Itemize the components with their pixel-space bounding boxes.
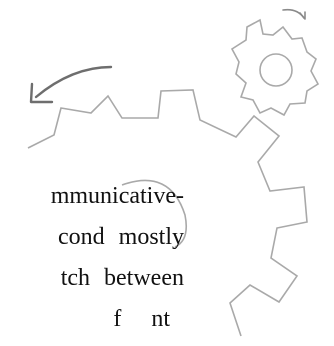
text-line-3-word-1: tch <box>60 265 91 291</box>
small-gear <box>230 18 320 117</box>
text-line-2: cond mostly <box>58 217 184 258</box>
text-line-4-word-2: nt <box>151 306 170 332</box>
text-line-2-word-2: mostly <box>118 224 184 250</box>
text-line-4-word-1: f <box>113 306 122 332</box>
text-line-3-word-2: between <box>104 265 184 291</box>
text-line-1-word-1: mmunicative- <box>50 183 184 209</box>
small-gear-hub <box>259 53 293 87</box>
text-line-4: f nt <box>113 299 170 340</box>
text-line-3: tch between <box>61 258 184 299</box>
text-line-1: mmunicative- <box>51 176 184 217</box>
large-gear-hub-arc <box>121 179 188 248</box>
large-gear <box>27 89 308 337</box>
small-arrow-icon <box>282 8 306 20</box>
small-gear-outline <box>230 18 320 117</box>
text-line-2-word-1: cond <box>58 224 105 250</box>
curved-arrow-icon <box>29 65 113 104</box>
large-gear-outline <box>27 89 308 337</box>
